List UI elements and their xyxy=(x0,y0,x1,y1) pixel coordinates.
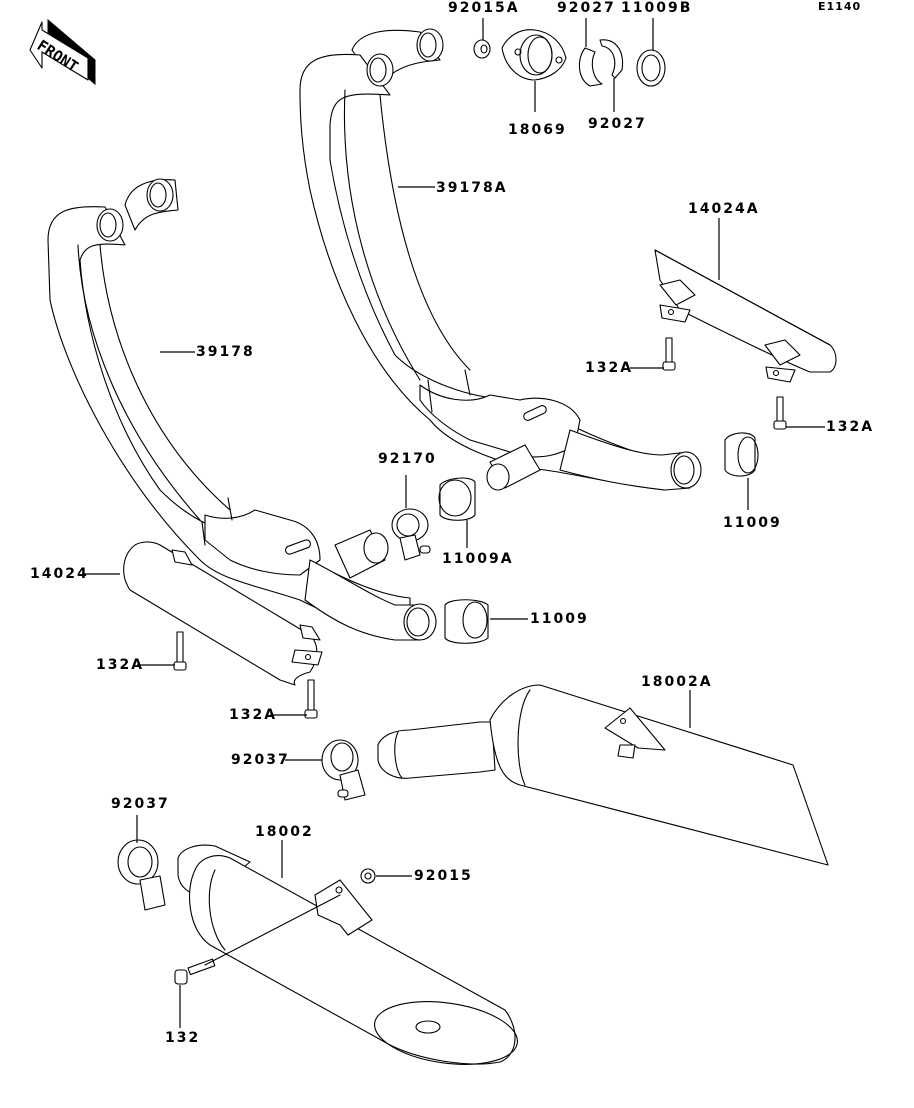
part-label-18002[interactable]: 18002 xyxy=(255,824,314,840)
part-label-92170[interactable]: 92170 xyxy=(378,451,437,467)
heat-guard-14024 xyxy=(123,541,323,686)
front-arrow-icon: FRONT xyxy=(29,18,96,86)
part-label-92037-upper[interactable]: 92037 xyxy=(231,752,290,768)
gasket-11009B xyxy=(636,49,666,87)
bolt-132A-left-upper xyxy=(173,631,187,671)
header-pipe-39178 xyxy=(47,178,437,641)
nut-92015A xyxy=(473,39,491,59)
part-label-92015[interactable]: 92015 xyxy=(414,868,473,884)
flange-18069 xyxy=(501,29,567,81)
part-label-11009-right[interactable]: 11009 xyxy=(723,515,782,531)
part-label-92027-top[interactable]: 92027 xyxy=(557,0,616,16)
muffler-18002 xyxy=(177,844,518,1065)
collet-92027-right xyxy=(599,39,624,79)
part-label-132A-right-upper[interactable]: 132A xyxy=(585,360,634,376)
part-label-11009-mid[interactable]: 11009 xyxy=(530,611,589,627)
clamp-92170 xyxy=(391,508,431,561)
part-label-14024[interactable]: 14024 xyxy=(30,566,89,582)
heat-guard-14024A xyxy=(654,249,837,383)
part-label-92015A[interactable]: 92015A xyxy=(448,0,520,16)
gasket-11009A xyxy=(438,477,476,521)
part-label-14024A[interactable]: 14024A xyxy=(688,201,760,217)
bolt-132 xyxy=(174,894,341,985)
clamp-92037-upper xyxy=(321,739,366,801)
part-label-39178A[interactable]: 39178A xyxy=(436,180,508,196)
clamp-92037-lower xyxy=(117,839,166,911)
collet-92027-left xyxy=(578,47,603,87)
part-label-132[interactable]: 132 xyxy=(165,1030,201,1046)
nut-92015 xyxy=(360,868,376,884)
gasket-11009-mid xyxy=(444,599,489,644)
bolt-132A-right-lower xyxy=(773,396,787,430)
part-label-92037-lower[interactable]: 92037 xyxy=(111,796,170,812)
part-label-18002A[interactable]: 18002A xyxy=(641,674,713,690)
diagram-code: E1140 xyxy=(818,0,862,13)
header-pipe-39178A xyxy=(299,28,702,491)
part-label-132A-right-lower[interactable]: 132A xyxy=(826,419,875,435)
part-label-11009A[interactable]: 11009A xyxy=(442,551,514,567)
part-label-18069[interactable]: 18069 xyxy=(508,122,567,138)
part-label-39178[interactable]: 39178 xyxy=(196,344,255,360)
bolt-132A-right-upper xyxy=(662,337,676,371)
leader-lines xyxy=(83,18,825,1028)
gasket-11009-right xyxy=(724,432,759,477)
part-label-132A-left-upper[interactable]: 132A xyxy=(96,657,145,673)
muffler-18002A xyxy=(377,684,829,866)
part-label-11009B[interactable]: 11009B xyxy=(621,0,693,16)
part-label-92027-bottom[interactable]: 92027 xyxy=(588,116,647,132)
part-label-132A-left-lower[interactable]: 132A xyxy=(229,707,278,723)
bolt-132A-left-lower xyxy=(304,679,318,719)
